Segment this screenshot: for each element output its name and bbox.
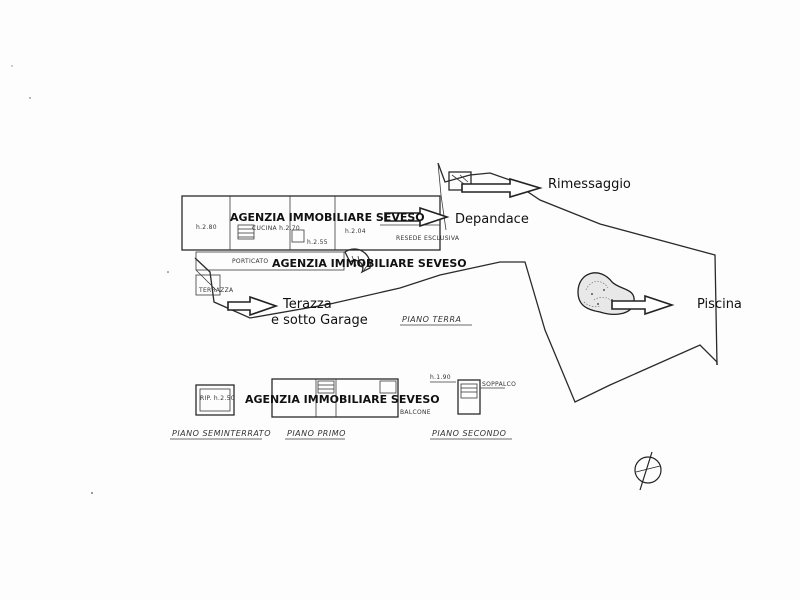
agency-watermark-top: AGENZIA IMMOBILIARE SEVESO: [230, 211, 425, 224]
title-piano-seminterrato: PIANO SEMINTERRATO: [172, 429, 271, 438]
primo-bath: [379, 380, 397, 394]
piano-seminterrato-outline: [195, 384, 235, 416]
piano-primo-outline: [271, 378, 399, 418]
terrazza-block: [195, 274, 221, 296]
room-note-h190: h.1.90: [430, 374, 451, 381]
site-boundary-north: [437, 162, 718, 366]
label-sotto-garage: e sotto Garage: [271, 313, 368, 328]
piano-seminterrato-room: [199, 388, 231, 412]
title-piano-primo: PIANO PRIMO: [287, 429, 346, 438]
main-house-outline: [181, 195, 441, 251]
room-note-servizi: h.2.55: [307, 239, 328, 246]
arrow-depandace-icon: [384, 206, 450, 228]
porticato-edge: [195, 269, 217, 291]
stair-block: [237, 224, 255, 240]
arrow-rimessaggio-icon: [461, 177, 543, 199]
arrow-terazza-icon: [227, 295, 279, 317]
primo-stair: [317, 380, 335, 394]
label-terazza: Terazza: [282, 297, 332, 312]
room-note-rip: RIP. h.2.50: [200, 395, 235, 402]
spiral-staircase: [344, 248, 371, 274]
agency-watermark-middle: AGENZIA IMMOBILIARE SEVESO: [272, 257, 467, 270]
rimessaggio-building: [448, 171, 472, 191]
arrow-piscina-icon: [611, 294, 675, 316]
room-note-a: h.2.80: [196, 224, 217, 231]
room-note-soppalco: SOPPALCO: [482, 381, 516, 388]
rimessaggio-hatch: [459, 174, 469, 183]
room-note-resede: RESEDE ESCLUSIVA: [396, 235, 460, 242]
site-boundary: [194, 257, 718, 403]
north-arrow-icon: [634, 451, 662, 491]
room-note-porticato: PORTICATO: [232, 258, 268, 265]
piano-secondo-outline: [457, 379, 481, 415]
room-note-cucina: CUCINA h.2.70: [252, 225, 300, 232]
label-piscina: Piscina: [697, 297, 742, 312]
title-piano-secondo: PIANO SECONDO: [432, 429, 506, 438]
label-depandace: Depandace: [455, 212, 529, 227]
porticato-area: [195, 251, 345, 271]
room-note-c: h.2.04: [345, 228, 366, 235]
room-note-terrazza: TERRAZZA: [198, 287, 234, 294]
room-note-balcone: BALCONE: [400, 409, 431, 416]
scan-specks: [11, 65, 169, 494]
bath-fixture: [291, 229, 305, 243]
title-piano-terra: PIANO TERRA: [402, 315, 462, 324]
secondo-stair: [460, 383, 478, 399]
label-rimessaggio: Rimessaggio: [548, 177, 631, 192]
agency-watermark-bottom: AGENZIA IMMOBILIARE SEVESO: [245, 393, 440, 406]
